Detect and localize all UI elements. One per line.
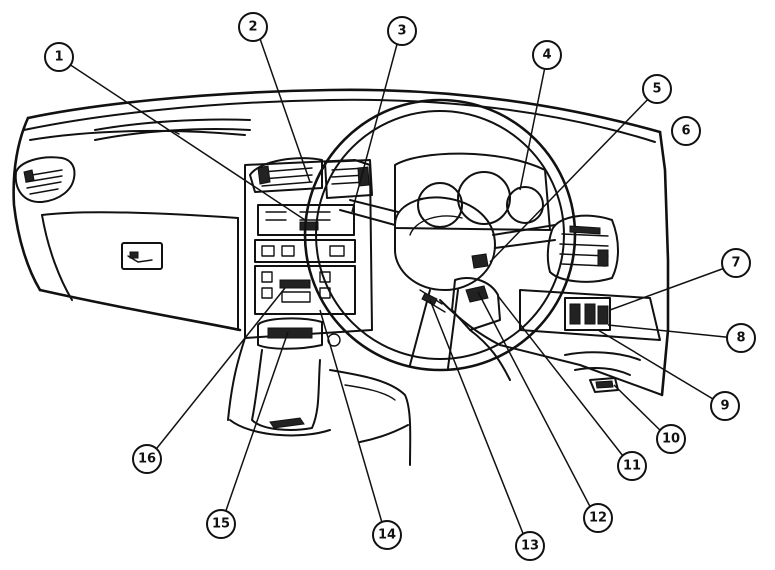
callout-2: 2 — [238, 12, 268, 42]
callout-label-8: 8 — [736, 331, 745, 346]
callout-15: 15 — [206, 509, 236, 539]
callout-label-13: 13 — [521, 539, 539, 554]
instrument-cluster — [394, 152, 551, 231]
steering-column — [419, 253, 511, 381]
callout-label-10: 10 — [662, 432, 680, 447]
driver-lower-area — [329, 369, 412, 466]
left-air-vent — [14, 156, 76, 204]
leader-8 — [607, 324, 736, 339]
callout-label-15: 15 — [212, 517, 230, 532]
leader-9 — [597, 329, 724, 406]
callouts: 1 2 3 4 5 6 7 8 — [44, 12, 756, 561]
leader-14 — [319, 309, 386, 534]
leader-15 — [221, 331, 289, 523]
callout-label-1: 1 — [54, 50, 63, 65]
callout-9: 9 — [710, 391, 740, 421]
leader-12 — [477, 291, 597, 519]
callout-14: 14 — [372, 520, 402, 550]
callout-8: 8 — [726, 323, 756, 353]
callout-label-16: 16 — [138, 452, 156, 467]
callout-13: 13 — [515, 531, 545, 561]
callout-3: 3 — [387, 16, 417, 46]
callout-label-14: 14 — [378, 528, 396, 543]
callout-11: 11 — [617, 451, 647, 481]
callout-16: 16 — [132, 444, 162, 474]
leader-3 — [351, 32, 401, 213]
callout-label-3: 3 — [397, 24, 406, 39]
right-switch-panel — [519, 289, 661, 393]
callout-4: 4 — [532, 40, 562, 70]
leader-16 — [148, 287, 286, 459]
right-air-vent — [546, 214, 619, 283]
leader-2 — [257, 32, 311, 183]
steering-wheel — [303, 98, 577, 372]
leader-10 — [613, 384, 669, 439]
callout-12: 12 — [583, 503, 613, 533]
callout-5: 5 — [642, 74, 672, 104]
leader-4 — [519, 56, 548, 191]
leader-7 — [609, 264, 734, 311]
callout-7: 7 — [721, 248, 751, 278]
callout-label-12: 12 — [589, 511, 607, 526]
callout-label-6: 6 — [681, 124, 690, 139]
callout-label-9: 9 — [720, 399, 729, 414]
callout-label-2: 2 — [248, 20, 257, 35]
callout-10: 10 — [656, 424, 686, 454]
leader-11 — [497, 295, 631, 466]
leader-5 — [489, 91, 656, 263]
callout-label-5: 5 — [652, 82, 661, 97]
dashboard-outline — [12, 88, 670, 397]
callout-1: 1 — [44, 42, 74, 72]
leader-13 — [429, 299, 529, 547]
leader-1 — [65, 61, 306, 221]
callout-6: 6 — [671, 116, 701, 146]
center-console — [227, 157, 373, 437]
callout-label-7: 7 — [731, 256, 740, 271]
callout-label-11: 11 — [623, 459, 641, 474]
callout-label-4: 4 — [542, 48, 551, 63]
leader-lines — [65, 32, 736, 547]
